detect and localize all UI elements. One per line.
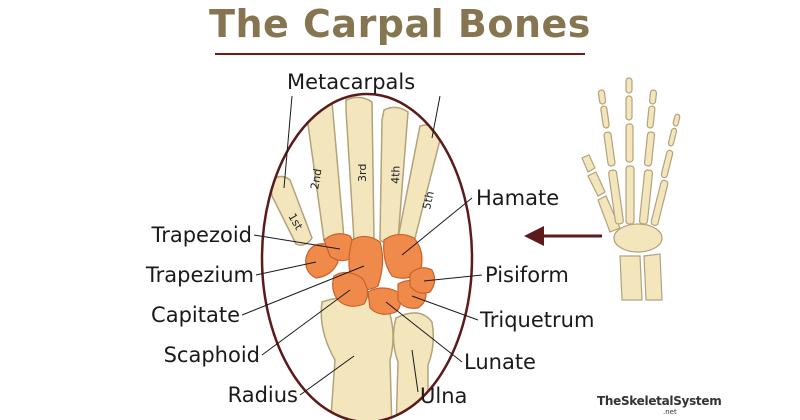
label-trapezoid: Trapezoid xyxy=(151,223,252,247)
metacarpal-label-2nd: 2nd xyxy=(308,168,324,191)
hand-ring-phalanx-2 xyxy=(646,105,656,129)
hand-index-phalanx-2 xyxy=(600,105,610,129)
hand-skeleton xyxy=(581,77,681,301)
label-scaphoid: Scaphoid xyxy=(163,343,260,367)
leader-trapezoid xyxy=(253,234,341,250)
leader-metacarpals-right xyxy=(431,95,441,139)
carpal-bones xyxy=(305,233,436,315)
leader-scaphoid xyxy=(261,289,351,356)
hand-thumb-phalanx-1 xyxy=(587,171,606,197)
hand-ring-metacarpal xyxy=(638,169,654,225)
pisiform-bone xyxy=(409,267,436,294)
title-divider xyxy=(215,53,585,55)
radius-bone xyxy=(320,295,394,420)
metacarpal-1st xyxy=(269,175,313,246)
label-ulna: Ulna xyxy=(420,384,468,408)
hand-index-metacarpal xyxy=(608,169,624,225)
brand-logo: TheSkeletalSystem xyxy=(597,394,722,408)
leader-pisiform xyxy=(423,274,483,282)
hand-index-phalanx-3 xyxy=(597,89,607,105)
leader-hamate xyxy=(401,197,473,256)
label-pisiform: Pisiform xyxy=(485,263,569,287)
hand-carpus xyxy=(613,223,663,253)
label-lunate: Lunate xyxy=(464,350,536,374)
hand-middle-phalanx-3 xyxy=(625,77,633,94)
scaphoid-bone xyxy=(332,271,369,307)
hand-ring-phalanx-1 xyxy=(643,131,656,167)
leader-trapezium xyxy=(255,261,317,276)
hand-middle-metacarpal xyxy=(625,165,635,225)
lunate-bone xyxy=(367,287,402,315)
hand-index-phalanx-1 xyxy=(603,131,616,167)
leader-ulna xyxy=(411,349,419,393)
leader-lines xyxy=(241,95,483,396)
leader-triquetrum xyxy=(411,295,479,321)
hand-ulna xyxy=(643,253,663,301)
zoom-oval xyxy=(260,92,474,420)
brand-suffix: .net xyxy=(663,408,677,416)
metacarpal-label-5th: 5th xyxy=(420,190,437,211)
hand-little-phalanx-1 xyxy=(660,149,674,179)
label-metacarpals: Metacarpals xyxy=(287,70,416,94)
hand-ring-phalanx-3 xyxy=(648,89,658,105)
hand-middle-phalanx-2 xyxy=(625,95,633,121)
arrow-head-icon xyxy=(524,226,544,246)
leader-radius xyxy=(299,355,355,396)
hand-little-metacarpal xyxy=(650,179,669,227)
hand-little-phalanx-2 xyxy=(667,127,678,147)
label-capitate: Capitate xyxy=(151,303,240,327)
label-radius: Radius xyxy=(227,383,298,407)
label-hamate: Hamate xyxy=(476,186,560,210)
page-title: The Carpal Bones xyxy=(209,2,591,46)
hand-middle-phalanx-1 xyxy=(625,123,634,163)
leader-capitate xyxy=(241,265,365,316)
label-trapezium: Trapezium xyxy=(145,263,254,287)
hand-radius xyxy=(619,255,643,301)
label-triquetrum: Triquetrum xyxy=(480,308,595,332)
leader-metacarpals-left xyxy=(283,95,293,189)
metacarpal-label-4th: 4th xyxy=(389,165,403,184)
hand-little-phalanx-3 xyxy=(672,113,681,127)
hand-thumb-phalanx-2 xyxy=(581,154,596,173)
metacarpal-label-3rd: 3rd xyxy=(356,164,369,182)
hand-thumb-metacarpal xyxy=(597,195,621,233)
leader-lunate xyxy=(385,301,463,363)
